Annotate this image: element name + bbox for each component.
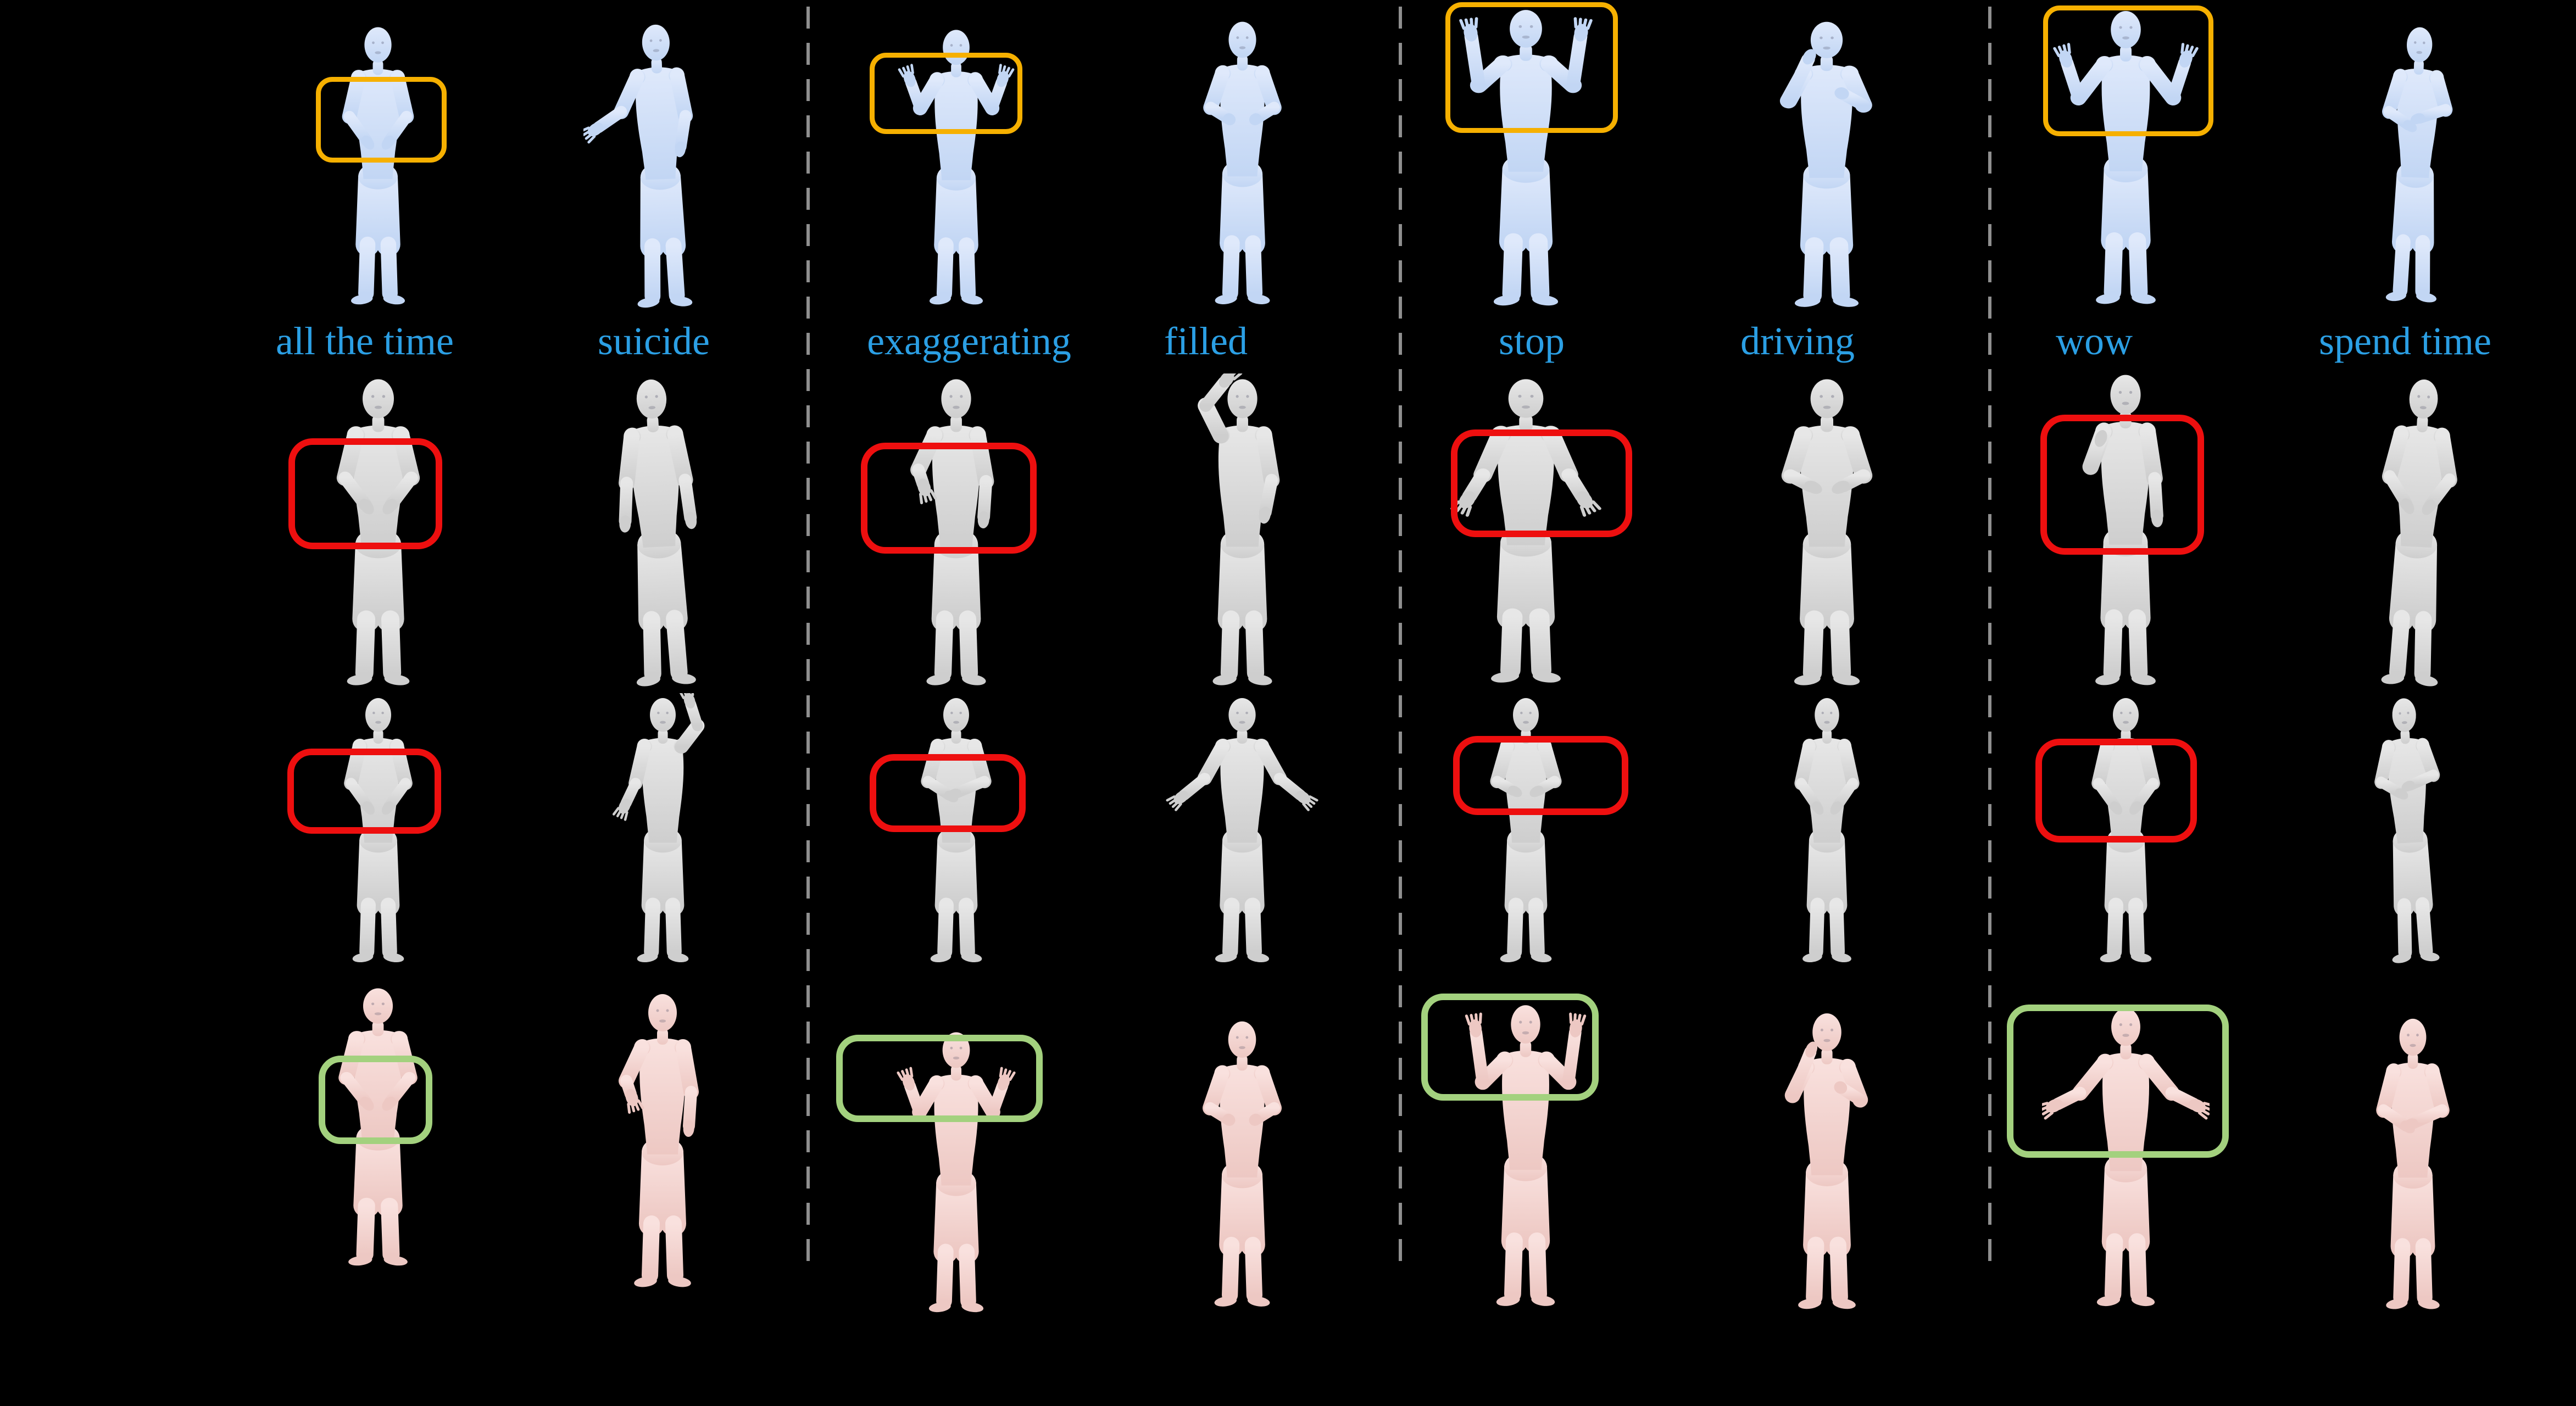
mesh-figure-r4-c3 [896, 1032, 1016, 1313]
highlight-box-red-r2-c1 [288, 438, 442, 549]
mesh-figure-r3-c2 [612, 693, 704, 963]
highlight-box-yellow-r1-c5 [1445, 2, 1618, 133]
mesh-figure-r1-c3 [898, 30, 1014, 305]
mesh-figure-r3-c3 [920, 698, 992, 963]
word-label-driving: driving [1740, 319, 1855, 363]
highlight-box-red-r2-c7 [2040, 415, 2204, 555]
mesh-figure-r2-c6 [1781, 379, 1872, 685]
mesh-figure-r2-c5 [1450, 379, 1601, 683]
highlight-box-green-r4-c5 [1421, 994, 1599, 1101]
mesh-figure-r1-c6 [1779, 21, 1872, 307]
mesh-figure-r3-c4 [1166, 698, 1318, 963]
mesh-figure-r4-c7 [2041, 1008, 2210, 1307]
word-label-wow: wow [2056, 319, 2133, 363]
mesh-figure-r2-c2 [618, 380, 697, 687]
mesh-figure-r4-c5 [1465, 1005, 1587, 1306]
mesh-figure-r4-c8 [2376, 1018, 2450, 1309]
mesh-figure-r3-c5 [1489, 698, 1562, 963]
mesh-figure-r2-c7 [2082, 375, 2163, 685]
mesh-figure-r4-c2 [619, 994, 699, 1287]
mesh-figure-r4-c6 [1784, 1013, 1868, 1309]
highlight-box-yellow-r1-c7 [2043, 5, 2213, 136]
mesh-figure-r3-c8 [2374, 698, 2440, 963]
highlight-box-green-r4-c3 [836, 1035, 1043, 1122]
highlight-box-red-r3-c7 [2035, 739, 2197, 843]
column-group-separator-3 [1988, 7, 1991, 1264]
word-label-suicide: suicide [598, 319, 710, 363]
highlight-box-yellow-r1-c1 [316, 77, 447, 163]
highlight-box-green-r4-c1 [319, 1056, 432, 1144]
word-label-exaggerating: exaggerating [867, 319, 1071, 363]
word-label-filled: filled [1164, 319, 1248, 363]
highlight-box-red-r3-c1 [287, 749, 441, 834]
mesh-figure-r4-c4 [1202, 1021, 1282, 1307]
column-group-separator-2 [1399, 7, 1402, 1264]
mesh-figure-r3-c7 [2091, 698, 2160, 963]
word-label-spend-time: spend time [2319, 319, 2491, 363]
highlight-box-green-r4-c7 [2007, 1005, 2229, 1158]
column-group-separator-1 [806, 7, 810, 1264]
word-label-all-the-time: all the time [276, 319, 454, 363]
mesh-figure-r2-c8 [2381, 380, 2457, 687]
mesh-figure-r3-c1 [343, 698, 413, 963]
word-label-stop: stop [1498, 319, 1565, 363]
mesh-figure-r3-c6 [1794, 698, 1860, 963]
highlight-box-red-r2-c5 [1451, 429, 1632, 537]
highlight-box-red-r3-c5 [1453, 736, 1628, 815]
mesh-figure-r1-c4 [1203, 21, 1282, 304]
mesh-figure-r1-c2 [583, 24, 693, 308]
mesh-figure-r1-c1 [342, 27, 414, 305]
highlight-box-red-r3-c3 [870, 754, 1026, 832]
highlight-box-red-r2-c3 [861, 443, 1037, 554]
mesh-figure-r1-c8 [2382, 27, 2452, 303]
mesh-figure-r1-c5 [1459, 10, 1593, 306]
highlight-box-yellow-r1-c3 [870, 53, 1022, 134]
mesh-figure-r2-c4 [1197, 373, 1279, 685]
mesh-figure-r1-c7 [2052, 11, 2199, 304]
